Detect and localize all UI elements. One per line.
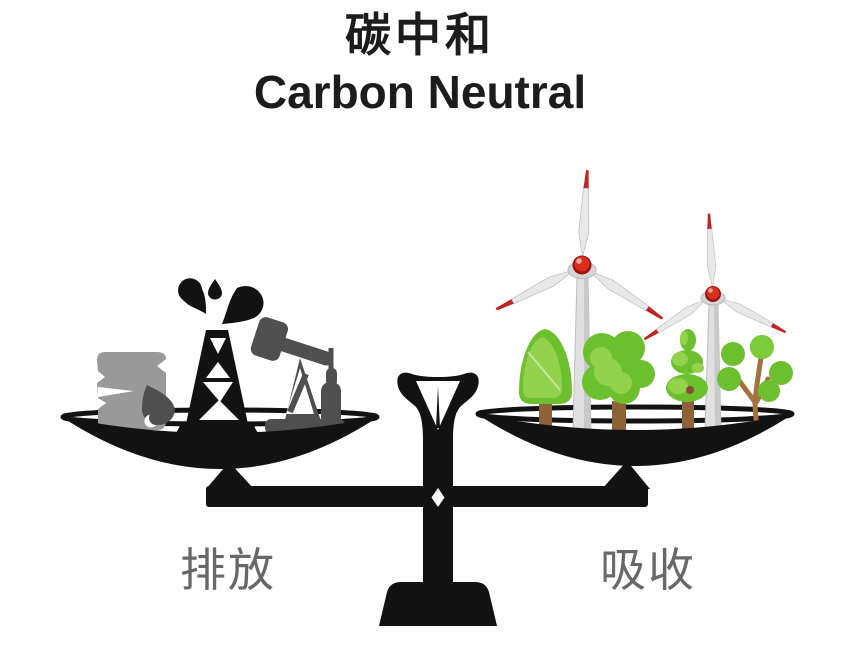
right-pan-label: 吸收 xyxy=(600,544,696,596)
oil-drop-icon xyxy=(141,385,175,428)
right-pan-connector xyxy=(602,461,650,489)
tree-pine-icon xyxy=(666,329,708,430)
pivot-hole xyxy=(431,488,445,507)
tree-cone-icon xyxy=(519,329,572,430)
left-pan-label: 排放 xyxy=(180,544,276,596)
scale-pillar xyxy=(379,372,497,626)
page-title-en: Carbon Neutral xyxy=(253,65,587,118)
title-block: 碳中和 Carbon Neutral xyxy=(0,10,840,117)
pointer-needle xyxy=(436,386,440,428)
tree-bushy-icon xyxy=(582,331,655,430)
tree-sapling-icon xyxy=(717,335,793,433)
right-pan-bowl xyxy=(477,414,793,466)
wind-turbine-large-icon xyxy=(493,169,666,433)
right-pan-rim xyxy=(475,404,795,424)
scale-base xyxy=(379,582,497,626)
pump-jack-icon xyxy=(250,317,345,434)
left-pan-bowl xyxy=(62,417,378,469)
left-pan-connector xyxy=(206,462,254,489)
page-title-zh: 碳中和 xyxy=(345,9,495,61)
